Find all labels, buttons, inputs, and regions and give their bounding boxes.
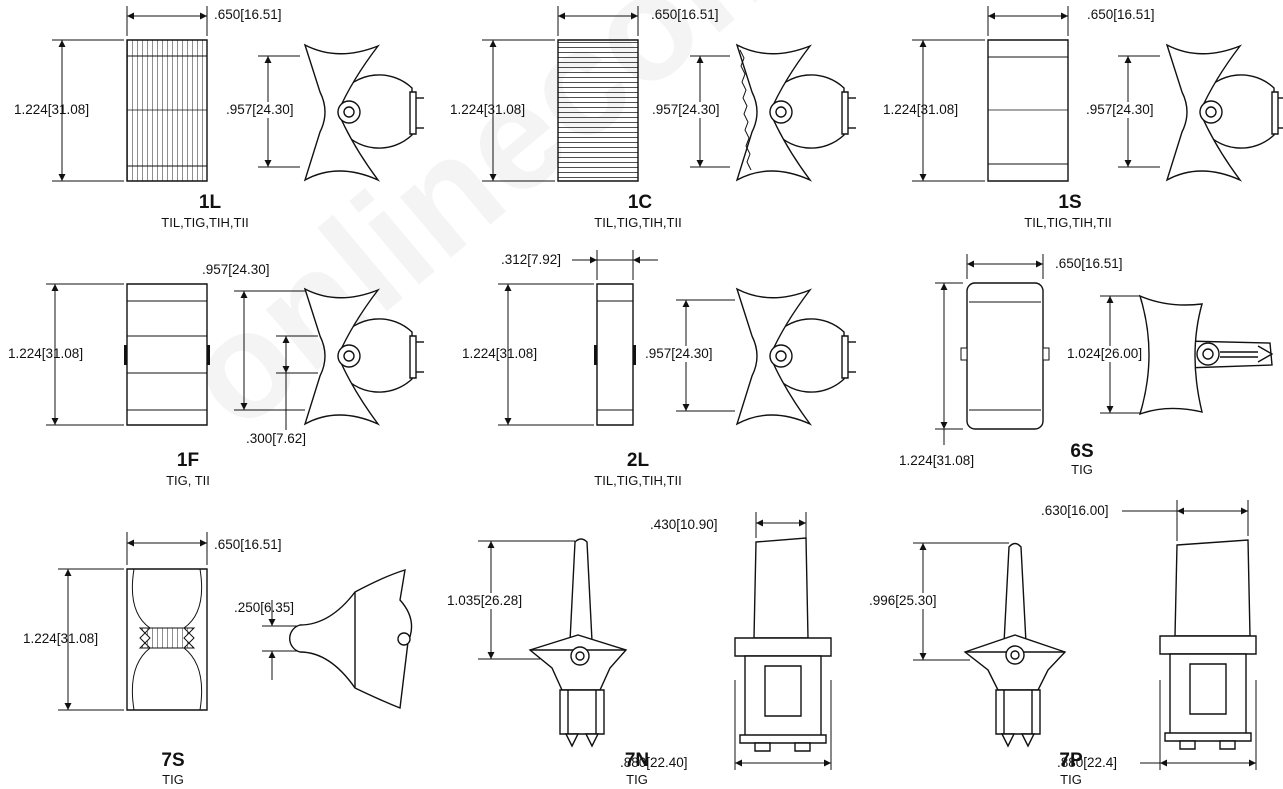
dim-7P-height: .996[25.30] [869, 593, 937, 609]
model-1S-name: 1S [1058, 192, 1082, 213]
dim-1C-lever: .957[24.30] [652, 102, 720, 118]
model-7N-drawing [530, 538, 831, 751]
dim-1L-lever: .957[24.30] [226, 102, 294, 118]
model-1F-name: 1F [176, 450, 200, 471]
dim-7P-width: .630[16.00] [1041, 503, 1109, 518]
dim-2L-height: 1.224[31.08] [462, 346, 538, 361]
model-1C-drawing [482, 6, 857, 181]
model-7P-types: TIG [1060, 772, 1082, 787]
dim-7S-height: 1.224[31.08] [23, 631, 99, 646]
dim-2L-lever: .957[24.30] [645, 346, 713, 362]
model-2L-name: 2L [626, 450, 650, 471]
model-7P-drawing [965, 540, 1256, 749]
dim-7N-width: .430[10.90] [650, 517, 718, 532]
dim-1F-band: .300[7.62] [246, 431, 307, 446]
model-1L-types: TIL,TIG,TIH,TII [161, 215, 249, 230]
model-1C-name: 1C [627, 192, 653, 213]
model-1L-name: 1L [198, 192, 222, 213]
dim-7S-width: .650[16.51] [214, 537, 282, 552]
dim-1C-height: 1.224[31.08] [450, 102, 526, 117]
model-7P-dimensions [913, 500, 1256, 770]
model-7N-dimensions [478, 512, 831, 770]
model-1F-drawing [46, 284, 425, 430]
model-6S-name: 6S [1070, 441, 1094, 462]
model-7P-name: 7P [1059, 750, 1083, 771]
dim-1F-lever: .957[24.30] [202, 262, 270, 277]
dim-1L-width: .650[16.51] [214, 7, 282, 22]
dim-7N-height: 1.035[26.28] [447, 593, 523, 609]
dim-1C-width: .650[16.51] [651, 7, 719, 22]
model-7S-types: TIG [162, 772, 184, 787]
dim-7N-base: .880[22.40] [620, 755, 688, 770]
dim-7P-base: .880[22.4] [1057, 755, 1118, 770]
model-6S-drawing [935, 254, 1272, 445]
model-1C-types: TIL,TIG,TIH,TII [594, 215, 682, 230]
model-7N-name: 7N [624, 750, 650, 771]
dim-2L-width: .312[7.92] [501, 252, 562, 267]
dim-1S-width: .650[16.51] [1087, 7, 1155, 22]
model-1L-drawing [52, 6, 425, 181]
model-1S-types: TIL,TIG,TIH,TII [1024, 215, 1112, 230]
dim-1S-height: 1.224[31.08] [883, 102, 959, 117]
dim-1S-lever: .957[24.30] [1086, 102, 1154, 118]
model-7N-types: TIG [626, 772, 648, 787]
dim-6S-width: .650[16.51] [1055, 256, 1123, 271]
dim-6S-lever: 1.024[26.00] [1067, 346, 1143, 362]
model-1S-drawing [912, 6, 1283, 181]
dim-7S-knob: .250[6.35] [234, 600, 295, 615]
model-6S-types: TIG [1071, 462, 1093, 477]
model-7S-name: 7S [161, 750, 185, 771]
model-7S-drawing [58, 532, 412, 710]
dim-1L-height: 1.224[31.08] [14, 102, 90, 117]
model-2L-drawing [498, 250, 857, 425]
model-2L-types: TIL,TIG,TIH,TII [594, 473, 682, 488]
dim-1F-height: 1.224[31.08] [8, 346, 84, 361]
model-1F-types: TIG, TII [166, 473, 210, 488]
dim-6S-height: 1.224[31.08] [899, 453, 975, 468]
